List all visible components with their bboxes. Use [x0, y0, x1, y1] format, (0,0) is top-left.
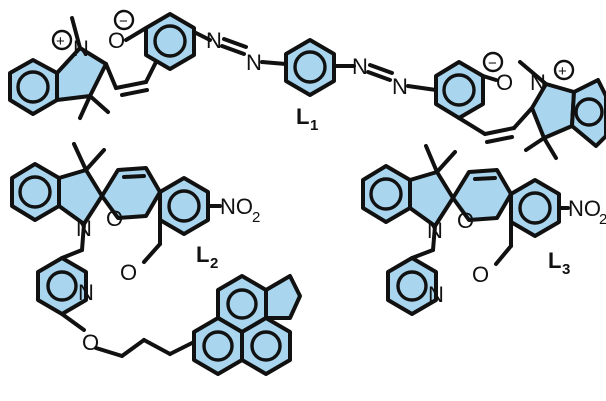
L1-right-minus-charge: −	[488, 55, 497, 72]
label-L1-subscript: 1	[310, 117, 318, 134]
L2-nitro-label: NO	[220, 194, 253, 219]
L3-nitro-label: NO	[568, 196, 601, 221]
molecule-L2	[10, 142, 302, 376]
label-L2-subscript: 2	[210, 255, 218, 272]
L3-nitro-subscript: 2	[599, 211, 606, 228]
L1-left-minus-charge: −	[119, 13, 128, 30]
label-L1: L	[296, 104, 309, 129]
L1-azo-n2: N	[246, 50, 262, 75]
L1-left-oxygen: O	[108, 28, 125, 53]
L1-right-benzene	[570, 78, 606, 148]
L3-indoline-pyrrole	[408, 170, 455, 228]
L2-nitrobenzene-ring	[158, 176, 210, 236]
label-L3: L	[548, 248, 561, 273]
L2-indoline-pyrrole	[57, 168, 104, 226]
L2-pyridine-nitrogen: N	[78, 280, 94, 305]
L3-methoxy-oxygen: O	[472, 262, 489, 287]
L1-left-pyrrole	[55, 46, 108, 102]
compound-labels: L 1 L 2 L 3	[196, 104, 570, 278]
L3-pyran-oxygen: O	[457, 208, 474, 233]
L1-right-oxygen: O	[496, 70, 513, 95]
L2-pyrene-ring-c	[192, 316, 244, 376]
L3-nitrobenzene-ring	[509, 178, 561, 238]
L2-pyrene-ring-d	[240, 316, 292, 376]
label-L3-subscript: 3	[562, 261, 570, 278]
L2-pyrene-ring-b	[264, 274, 302, 320]
L3-pyridine-nitrogen: N	[428, 282, 444, 307]
atom-labels: + N − O N N N N − O N + N O NO 2 O N O N…	[51, 9, 606, 355]
L3-indoline-nitrogen: N	[427, 218, 443, 243]
L2-pyran-oxygen: O	[106, 206, 123, 231]
L1-azo-n4: N	[392, 74, 408, 99]
L1-azo-n3: N	[352, 54, 368, 79]
molecule-L1	[8, 12, 606, 160]
L2-ether-oxygen: O	[82, 330, 99, 355]
L1-right-plus-charge: +	[558, 63, 567, 80]
label-L2: L	[196, 242, 209, 267]
L2-indoline-nitrogen: N	[76, 216, 92, 241]
L1-phenolate-ring-left	[144, 12, 196, 71]
L1-left-plus-charge: +	[56, 33, 65, 50]
L2-methoxy-oxygen: O	[120, 260, 137, 285]
L1-azo-n1: N	[206, 28, 222, 53]
L2-nitro-subscript: 2	[252, 209, 260, 226]
L1-left-nitrogen: N	[73, 36, 89, 61]
L1-central-benzene	[284, 38, 336, 97]
molecule-L3	[361, 144, 570, 316]
L1-right-nitrogen: N	[530, 70, 546, 95]
L3-pyridine-ring	[386, 256, 438, 316]
